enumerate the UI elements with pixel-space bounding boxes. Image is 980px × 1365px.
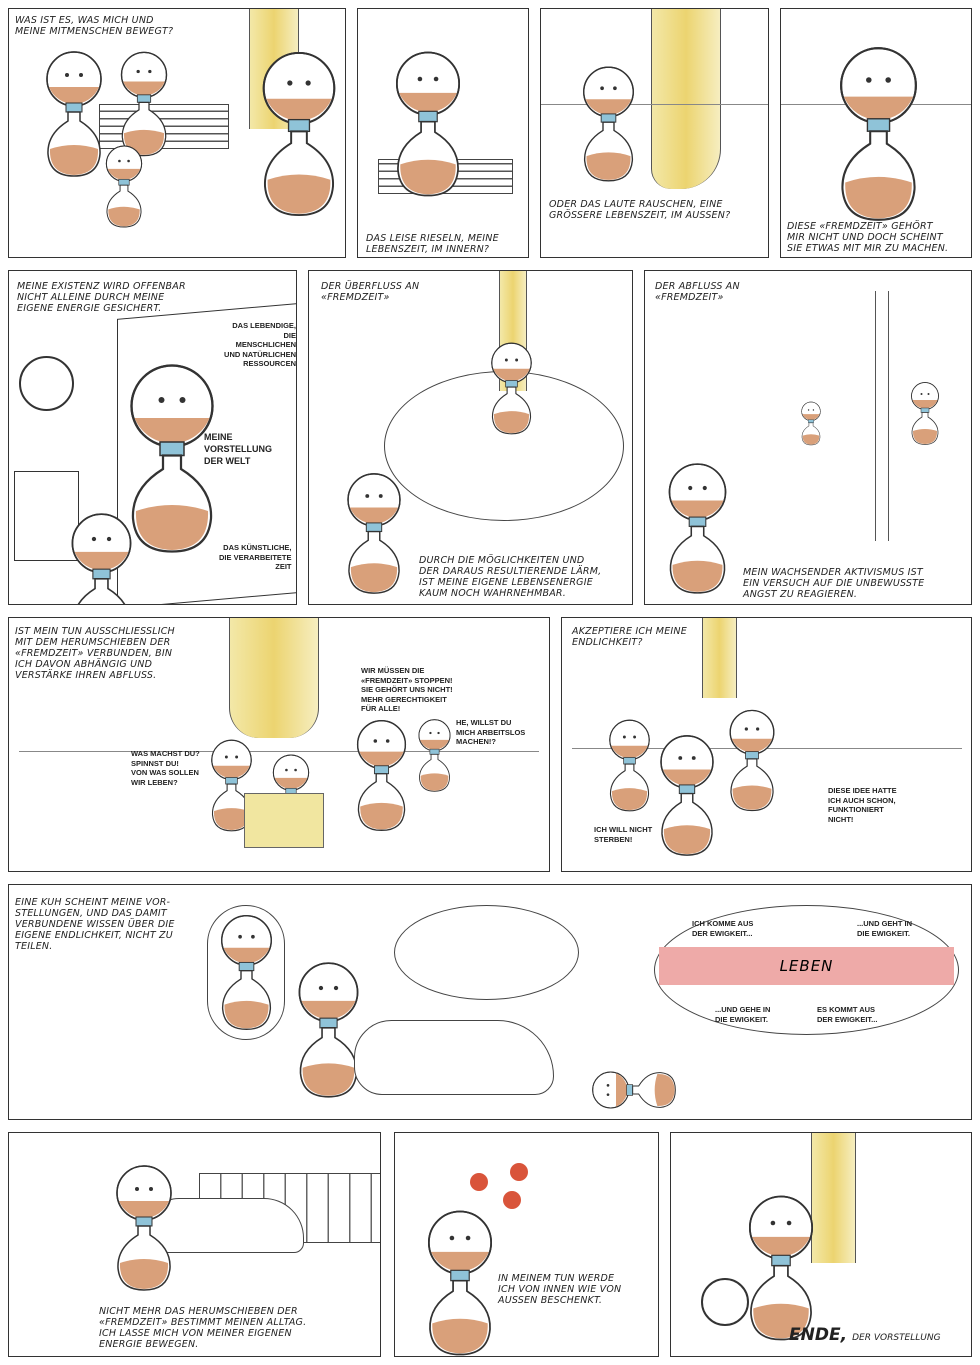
thought-text: ...und geht in die Ewigkeit. [857,919,913,938]
hourglass-figure [657,733,717,858]
caption: Was ist es, was mich und meine Mitmensch… [15,15,174,37]
screen-label-top: Das Lebendige, die menschlichen und natü… [224,321,296,368]
caption: Oder das laute Rauschen, eine grössere L… [549,199,731,221]
hourglass-figure [417,718,452,793]
hourglass-figure [259,49,339,219]
hourglass-figure [344,471,404,596]
caption: Nicht mehr das Herumschieben der «Fremdz… [99,1306,307,1350]
panel-1: Was ist es, was mich und meine Mitmensch… [8,8,346,258]
tree [651,9,721,189]
hourglass-figure [727,708,777,813]
panel-7: Der Abfluss an «Fremdzeit» Mein wachsend… [644,270,972,605]
panel-3: Oder das laute Rauschen, eine grössere L… [540,8,769,258]
hourglass-figure [800,401,822,446]
hourglass-figure [489,341,534,436]
ground-line [541,104,768,105]
ending-subtext: der Vorstellung [852,1333,941,1343]
caption: Das leise Rieseln, meine Lebenszeit, im … [366,233,499,255]
panel-6: Der Überfluss an «Fremdzeit» Durch die M… [308,270,633,605]
thought-cloud [207,905,285,1040]
film-reel [701,1278,749,1326]
tree [875,291,889,541]
film-projector [19,356,74,411]
panel-8: Ist mein Tun ausschliesslich mit dem Her… [8,617,550,872]
panel-5: Meine Existenz wird offenbar nicht allei… [8,270,297,605]
caption: Der Überfluss an «Fremdzeit» [321,281,420,303]
panel-13: Ende, der Vorstellung [670,1132,972,1357]
caption-bottom: Durch die Möglichkeiten und der daraus r… [419,555,602,599]
caption: Meine Existenz wird offenbar nicht allei… [17,281,186,314]
tree [702,618,737,698]
cheese-blocks [244,793,324,848]
caption-bottom: Mein wachsender Aktivismus ist ein Versu… [743,567,925,600]
panel-9: Akzeptiere ich meine Endlichkeit? Ich wi… [561,617,972,872]
caption: Diese «Fremdzeit» gehört mir nicht und d… [787,221,949,254]
hourglass-figure [910,381,940,446]
life-band: LEBEN [659,947,954,985]
caption: Der Abfluss an «Fremdzeit» [655,281,740,303]
hourglass-figure [836,44,921,224]
speech-text: He, willst du mich arbeitslos machen!? [456,718,526,746]
speech-text: Was machst du? Spinnst du! Von was solle… [131,749,200,787]
projector-body [14,471,79,561]
apple [510,1163,528,1181]
hourglass-figure [393,49,463,199]
speech-text: Diese Idee hatte ich auch schon, funktio… [828,786,897,824]
panel-10: Eine Kuh scheint meine Vor- stellungen, … [8,884,972,1120]
tree [229,618,319,738]
hourglass-figure [44,49,104,179]
hourglass-figure [114,1163,174,1293]
apple [470,1173,488,1191]
hourglass-figure [425,1208,495,1357]
panel-11: Nicht mehr das Herumschieben der «Fremdz… [8,1132,381,1357]
caption: In meinem Tun werde ich von innen wie vo… [498,1273,622,1306]
speech-text: Ich will nicht sterben! [594,825,653,844]
hourglass-figure [665,461,730,596]
ending-word: Ende, [789,1325,848,1345]
hourglass-figure [296,960,361,1100]
ground-line [19,751,539,752]
cow [354,1020,554,1095]
hourglass-figure [579,1070,689,1110]
caption: Eine Kuh scheint meine Vor- stellungen, … [15,897,175,952]
hourglass-figure [354,718,409,833]
hourglass-figure [104,144,144,229]
thought-text: Es kommt aus der Ewigkeit... [817,1005,878,1024]
thought-cloud-leben [654,905,959,1035]
tree [811,1133,856,1263]
panel-2: Das leise Rieseln, meine Lebenszeit, im … [357,8,529,258]
ending-title: Ende, der Vorstellung [789,1325,941,1345]
hourglass-figure [746,1193,816,1343]
apple [503,1191,521,1209]
screen-label-middle: Meine Vorstellung der Welt [204,432,273,466]
caption: Akzeptiere ich meine Endlichkeit? [572,626,687,648]
caption: Ist mein Tun ausschliesslich mit dem Her… [15,626,175,681]
speech-text: Wir müssen die «Fremdzeit» stoppen! Sie … [361,666,453,713]
hourglass-figure [607,718,652,813]
screen-label-bottom: Das Künstliche, die verarbeitete Zeit [219,543,292,571]
hourglass-figure [119,49,169,159]
thought-text: Ich komme aus der Ewigkeit... [692,919,754,938]
thought-cloud [394,905,579,1000]
thought-text: ...und gehe in die Ewigkeit. [715,1005,771,1024]
thought-hourglass [219,910,274,1035]
hourglass-figure [581,64,636,184]
hourglass-figure [69,511,134,605]
life-label: LEBEN [779,957,834,975]
panel-12: In meinem Tun werde ich von innen wie vo… [394,1132,659,1357]
panel-4: Diese «Fremdzeit» gehört mir nicht und d… [780,8,972,258]
